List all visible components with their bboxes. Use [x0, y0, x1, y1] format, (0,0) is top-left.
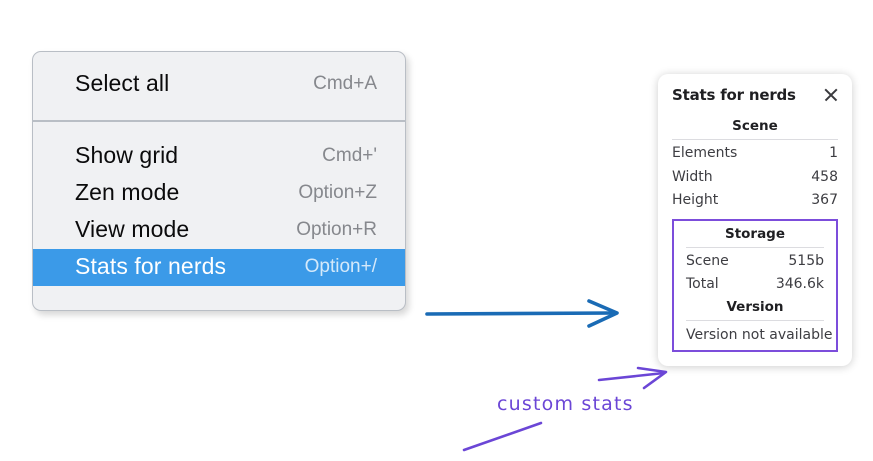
stats-section-scene: Scene Elements 1 Width 458 Height 367	[672, 116, 838, 213]
stats-section-version: Version Version not available	[686, 297, 833, 344]
stats-row-key: Elements	[672, 145, 738, 161]
stats-row-scene-storage: Scene 515b	[686, 250, 824, 274]
menu-item-label: View mode	[75, 216, 190, 242]
stats-row-value: 346.6k	[775, 276, 824, 292]
section-rule	[686, 319, 824, 321]
menu-group-2: Show grid Cmd+' Zen mode Option+Z View m…	[33, 122, 405, 310]
stats-panel-body: Scene Elements 1 Width 458 Height 367 St…	[658, 116, 852, 352]
menu-item-label: Zen mode	[75, 179, 180, 205]
menu-item-label: Stats for nerds	[75, 253, 227, 279]
menu-item-shortcut: Option+Z	[298, 181, 377, 203]
stats-section-storage: Storage Scene 515b Total 346.6k	[686, 224, 824, 297]
stats-row-value: 1	[829, 145, 838, 161]
menu-item-label: Show grid	[75, 142, 179, 168]
section-title-storage: Storage	[724, 225, 786, 242]
section-title-scene: Scene	[732, 118, 778, 134]
stats-row-key: Width	[672, 168, 713, 185]
stats-for-nerds-panel: Stats for nerds Scene Elements 1 Width 4…	[658, 74, 852, 366]
menu-item-shortcut: Option+/	[304, 255, 377, 277]
custom-stats-highlight-box: Storage Scene 515b Total 346.6k Version …	[672, 218, 838, 352]
menu-item-shortcut: Cmd+'	[322, 144, 377, 166]
section-title-version: Version	[726, 298, 784, 315]
purple-arrow-to-version	[597, 366, 668, 390]
stats-row-value: 458	[811, 168, 838, 185]
menu-item-shortcut: Cmd+A	[313, 72, 377, 94]
purple-pointer-stroke	[462, 421, 543, 452]
section-rule	[686, 246, 824, 248]
stats-row-key: Height	[672, 192, 719, 208]
menu-item-zen-mode[interactable]: Zen mode Option+Z	[33, 175, 405, 212]
stats-row-key: Total	[686, 276, 719, 292]
menu-footer-spacer	[33, 286, 405, 310]
menu-item-select-all[interactable]: Select all Cmd+A	[33, 66, 405, 103]
menu-item-show-grid[interactable]: Show grid Cmd+'	[33, 138, 405, 175]
stats-row-version-value: Version not available	[686, 326, 833, 343]
stats-row-elements: Elements 1	[672, 142, 838, 166]
blue-arrow	[425, 299, 619, 328]
menu-item-stats-for-nerds[interactable]: Stats for nerds Option+/	[33, 249, 405, 286]
menu-item-label: Select all	[75, 70, 170, 96]
canvas-context-menu[interactable]: Select all Cmd+A Show grid Cmd+' Zen mod…	[32, 51, 406, 311]
stats-row-value: 367	[811, 192, 838, 208]
section-rule	[672, 139, 838, 140]
annotation-label-custom-stats: custom stats	[497, 393, 634, 415]
menu-separator	[33, 120, 405, 122]
stats-row-total-storage: Total 346.6k	[686, 273, 824, 297]
stats-panel-header: Stats for nerds	[658, 86, 852, 104]
stats-row-width: Width 458	[672, 166, 838, 190]
close-icon[interactable]	[822, 86, 840, 104]
stats-row-key: Scene	[686, 252, 729, 269]
stats-panel-title: Stats for nerds	[672, 86, 796, 104]
menu-item-view-mode[interactable]: View mode Option+R	[33, 212, 405, 249]
stats-row-value: 515b	[788, 252, 824, 269]
menu-item-shortcut: Option+R	[296, 218, 377, 240]
menu-group-1: Select all Cmd+A	[33, 52, 405, 120]
stats-row-height: Height 367	[672, 189, 838, 213]
